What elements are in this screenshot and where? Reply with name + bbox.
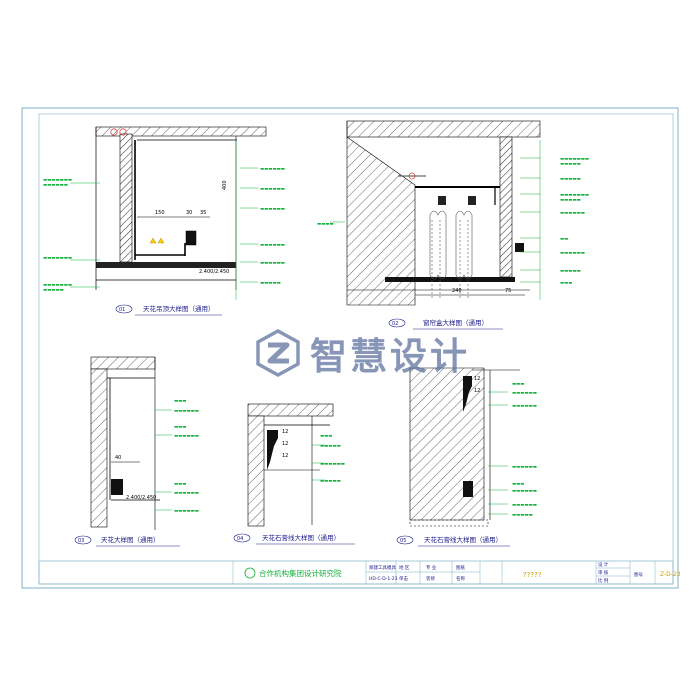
- dim-d1-width: 150: [155, 210, 165, 216]
- dim-d4-a: 12: [282, 429, 288, 435]
- detail-04-num: 04: [237, 536, 243, 542]
- svg-text:▬▬▬▬▬▬▬: ▬▬▬▬▬▬▬: [560, 157, 589, 162]
- svg-text:▬▬: ▬▬: [560, 237, 568, 242]
- svg-text:▬▬▬: ▬▬▬: [174, 482, 186, 487]
- svg-text:▬▬▬▬▬: ▬▬▬▬▬: [260, 281, 281, 286]
- tb-col3: 专 业: [426, 564, 437, 571]
- detail-02-curtain-box: 240 75 ▬▬▬▬ ▬▬▬▬▬▬▬▬▬▬▬▬ ▬▬▬▬▬ ▬▬▬▬▬▬▬▬▬…: [317, 120, 589, 330]
- detail-01-ceiling: 150 30 35 400 2.400/2.450 ▬▬▬▬▬▬▬▬▬▬▬▬▬ …: [43, 126, 285, 316]
- svg-text:▬▬▬▬▬▬: ▬▬▬▬▬▬: [320, 462, 345, 467]
- watermark-text: 智慧设计: [310, 335, 470, 378]
- svg-text:▬▬▬: ▬▬▬: [174, 425, 186, 430]
- dim-d5-b: 12: [474, 388, 480, 394]
- svg-text:▬▬▬▬▬: ▬▬▬▬▬: [560, 269, 581, 274]
- svg-text:▬▬▬▬▬▬: ▬▬▬▬▬▬: [260, 207, 285, 212]
- tb-col1b: HD-C-D-1-23: [369, 576, 398, 582]
- tb-col2b: 单击: [399, 575, 408, 582]
- svg-text:▬▬▬▬▬: ▬▬▬▬▬: [560, 177, 581, 182]
- svg-text:▬▬▬▬▬▬: ▬▬▬▬▬▬: [512, 465, 537, 470]
- watermark: 智慧设计: [256, 326, 470, 380]
- svg-text:▬▬▬▬: ▬▬▬▬: [317, 222, 334, 227]
- tb-col4: 图纸: [456, 564, 465, 571]
- dim-d1-mid: 30: [186, 210, 192, 216]
- dim-d5-a: 12: [474, 376, 480, 382]
- svg-text:▬▬▬▬▬▬: ▬▬▬▬▬▬: [512, 404, 537, 409]
- svg-text:▬▬▬▬▬▬: ▬▬▬▬▬▬: [512, 503, 537, 508]
- dim-d2-width: 240: [452, 288, 462, 294]
- tb-r2: 审 核: [598, 569, 609, 576]
- company-name: 合作机构集团设计研究院: [259, 568, 342, 578]
- svg-text:▬▬▬▬▬▬: ▬▬▬▬▬▬: [512, 489, 537, 494]
- project-name: ?????: [523, 571, 542, 579]
- svg-text:▬▬▬▬▬▬: ▬▬▬▬▬▬: [260, 243, 285, 248]
- svg-text:▬▬▬▬▬▬▬: ▬▬▬▬▬▬▬: [43, 256, 72, 261]
- detail-05-cornice: 12 12 ▬▬▬▬▬▬▬▬▬ ▬▬▬▬▬▬ ▬▬▬▬▬▬ ▬▬▬▬▬▬▬▬▬ …: [396, 367, 537, 547]
- detail-05-title: 天花石膏线大样图（通用）: [424, 535, 502, 544]
- svg-text:▬▬▬▬▬: ▬▬▬▬▬: [43, 288, 64, 293]
- tb-col3b: 装修: [426, 575, 435, 582]
- dim-d1-right: 35: [200, 210, 206, 216]
- logo-z-mark-icon: [256, 329, 300, 377]
- svg-text:▬▬▬▬▬▬: ▬▬▬▬▬▬: [560, 251, 585, 256]
- tb-r1: 设 计: [598, 561, 609, 568]
- svg-text:▬▬▬▬▬: ▬▬▬▬▬: [512, 513, 533, 518]
- svg-text:▬▬▬: ▬▬▬: [320, 434, 332, 439]
- detail-04-cornice: 12 12 12 ▬▬▬▬▬▬▬▬ ▬▬▬▬▬▬ ▬▬▬▬▬ 04 天花石膏线大…: [233, 403, 355, 545]
- detail-04-title: 天花石膏线大样图（通用）: [262, 533, 340, 542]
- detail-05-num: 05: [400, 538, 406, 544]
- svg-text:▬▬▬: ▬▬▬: [174, 399, 186, 404]
- dim-d1-vert: 400: [222, 180, 228, 190]
- svg-text:▬▬▬: ▬▬▬: [512, 482, 524, 487]
- svg-text:▬▬▬▬▬: ▬▬▬▬▬: [560, 162, 581, 167]
- svg-text:▬▬▬▬▬▬: ▬▬▬▬▬▬: [260, 167, 285, 172]
- svg-text:▬▬▬▬▬▬: ▬▬▬▬▬▬: [43, 183, 68, 188]
- detail-01-num: 01: [119, 307, 125, 313]
- dim-d3-elev: 2.400/2.450: [126, 495, 156, 501]
- dim-d4-c: 12: [282, 453, 288, 459]
- svg-text:▬▬▬▬▬▬▬: ▬▬▬▬▬▬▬: [560, 193, 589, 198]
- drawing-number: Z-D-23: [660, 571, 681, 578]
- svg-text:▬▬▬▬▬: ▬▬▬▬▬: [560, 198, 581, 203]
- dim-d2-right: 75: [505, 288, 511, 294]
- svg-text:▬▬▬▬▬▬: ▬▬▬▬▬▬: [260, 261, 285, 266]
- dim-d3-top: 40: [115, 455, 121, 461]
- tb-r3: 比 例: [598, 577, 609, 584]
- svg-text:▬▬▬▬▬▬: ▬▬▬▬▬▬: [174, 509, 199, 514]
- svg-text:▬▬▬▬▬: ▬▬▬▬▬: [320, 444, 341, 449]
- svg-text:▬▬▬▬▬▬▬: ▬▬▬▬▬▬▬: [43, 283, 72, 288]
- svg-text:▬▬▬▬▬▬: ▬▬▬▬▬▬: [560, 211, 585, 216]
- detail-01-title: 天花吊顶大样图（通用）: [143, 304, 215, 313]
- dim-d1-elev: 2.400/2.450: [199, 269, 229, 275]
- tb-sheet-label: 图号: [634, 572, 643, 578]
- svg-text:▬▬▬▬▬▬▬: ▬▬▬▬▬▬▬: [43, 178, 72, 183]
- detail-02-num: 02: [392, 321, 398, 327]
- detail-03-num: 03: [78, 538, 84, 544]
- title-block: 合作机构集团设计研究院 郑建工具模具 HD-C-D-1-23 地 区 单击 专 …: [38, 560, 681, 585]
- svg-text:▬▬▬▬▬▬: ▬▬▬▬▬▬: [260, 187, 285, 192]
- svg-text:▬▬▬▬▬▬: ▬▬▬▬▬▬: [512, 391, 537, 396]
- tb-col1: 郑建工具模具: [369, 564, 396, 571]
- svg-text:▬▬▬: ▬▬▬: [512, 382, 524, 387]
- tb-col2: 地 区: [399, 564, 410, 571]
- dim-d4-b: 12: [282, 441, 288, 447]
- svg-text:▬▬▬▬▬: ▬▬▬▬▬: [320, 479, 341, 484]
- svg-text:▬▬▬▬▬▬: ▬▬▬▬▬▬: [174, 434, 199, 439]
- detail-03-ceiling: 40 2.400/2.450 ▬▬▬▬▬▬▬▬▬ ▬▬▬▬▬▬▬▬▬ ▬▬▬▬▬…: [74, 356, 199, 547]
- detail-03-title: 天花大样图（通用）: [101, 535, 160, 544]
- svg-text:▬▬▬▬▬▬: ▬▬▬▬▬▬: [174, 491, 199, 496]
- svg-text:▬▬▬▬▬▬: ▬▬▬▬▬▬: [174, 409, 199, 414]
- tb-col4b: 名称: [456, 575, 465, 582]
- detail-02-title: 窗帘盒大样图（通用）: [423, 318, 488, 327]
- svg-text:▬▬▬: ▬▬▬: [560, 281, 572, 286]
